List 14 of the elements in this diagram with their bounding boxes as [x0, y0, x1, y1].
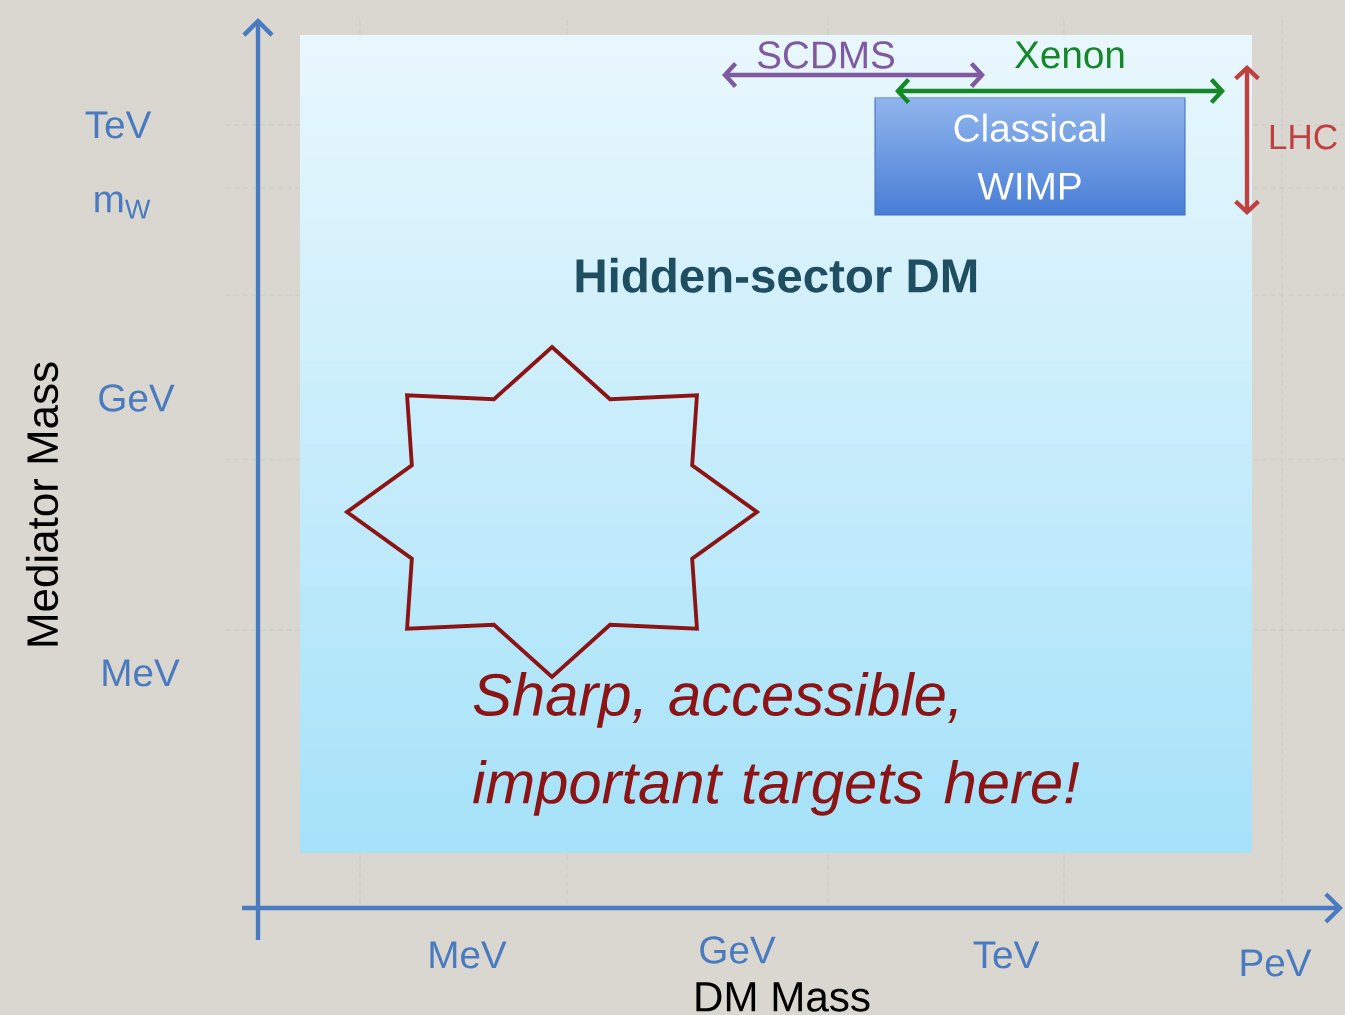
- tick-label: m$_{W}$: [95, 191, 151, 219]
- tick-label: TeV: [85, 111, 152, 139]
- experiment-label: SCDMS: [757, 41, 894, 69]
- experiment-label: LHC: [1270, 124, 1337, 150]
- tick-label: MeV: [430, 941, 507, 969]
- tick-label: PeV: [1241, 949, 1312, 977]
- tick-label: MeV: [103, 659, 180, 687]
- axis-title: DM Mass: [696, 982, 870, 1012]
- axis-title: Mediator Mass: [25, 362, 59, 646]
- annotation-text: Sharp, accessible, important targets here!: [473, 672, 1080, 816]
- process-box: Classical WIMP: [874, 97, 1186, 216]
- tick-label: GeV: [700, 936, 776, 964]
- tick-label: GeV: [99, 384, 175, 412]
- tick-label: TeV: [973, 941, 1040, 969]
